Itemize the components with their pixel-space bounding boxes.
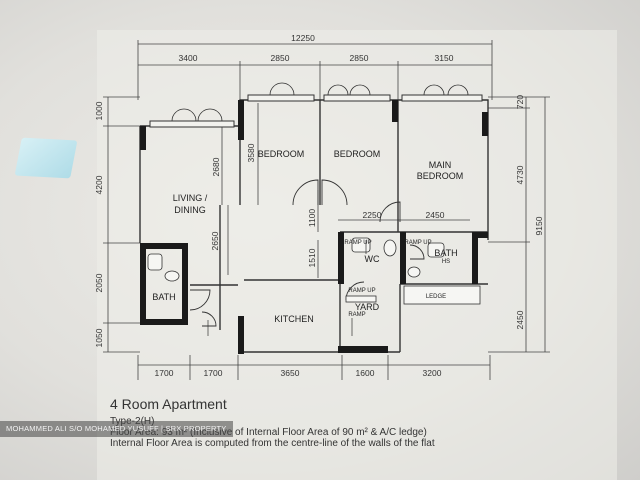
dim-bottom-5: 3200 [423,368,442,378]
dim-top-4: 3150 [435,53,454,63]
door-swings [189,179,425,327]
window-swings [171,82,469,122]
ramp-arrows [207,240,367,336]
dim-right-2: 4730 [515,165,525,184]
dim-bottom-4: 1600 [356,368,375,378]
room-bedroom-2: BEDROOM [334,149,381,159]
dim-2650: 2650 [210,231,220,250]
dim-bottom-3: 3650 [281,368,300,378]
room-bath: BATH [434,248,457,258]
dimension-labels: 12250 3400 2850 2850 3150 1700 1700 3650… [94,33,544,378]
room-main-bedroom-line1: MAIN [429,160,452,170]
dim-overall-width: 12250 [291,33,315,43]
room-kitchen: KITCHEN [274,314,314,324]
watermark-banner: MOHAMMED ALI S/O MOHAMED YUSUFF | SRX PR… [0,421,233,437]
walls-solid [140,100,488,354]
dimension-lines [103,40,550,380]
room-labels: BEDROOM BEDROOM MAIN BEDROOM LIVING / DI… [152,149,463,324]
room-wc: WC [365,254,380,264]
room-main-bedroom-line2: BEDROOM [417,171,464,181]
dim-top-1: 3400 [179,53,198,63]
small-labels: HS RAMP UP RAMP UP RAMP UP RAMP LEDGE [344,240,450,318]
bath-fixtures [147,237,481,305]
dim-top-3: 2850 [350,53,369,63]
dim-2250: 2250 [363,210,382,220]
room-living-line1: LIVING / [173,193,208,203]
dim-2680: 2680 [211,157,221,176]
dim-left-4: 1050 [94,328,104,347]
caption-title: 4 Room Apartment [110,396,227,412]
dim-2450: 2450 [426,210,445,220]
dim-left-3: 2050 [94,273,104,292]
dim-bottom-2: 1700 [204,368,223,378]
dim-1100: 1100 [307,209,317,228]
ramp-label: RAMP [348,312,365,318]
room-bath-sub: HS [442,259,450,265]
windows [149,94,483,128]
dim-right-4: 2450 [515,310,525,329]
dim-left-1: 1000 [94,101,104,120]
caption-floor-area: Floor Area: 93 m² (Inclusive of Internal… [110,427,427,438]
caption-note: Internal Floor Area is computed from the… [110,438,435,449]
room-bedroom-1: BEDROOM [258,149,305,159]
ramp-up-label-1: RAMP UP [344,240,371,246]
room-living-line2: DINING [174,205,206,215]
dim-right-1: 720 [515,95,525,109]
dim-top-2: 2850 [271,53,290,63]
ramp-up-label-2: RAMP UP [404,240,431,246]
dim-bottom-1: 1700 [155,368,174,378]
room-bath-2: BATH [152,292,175,302]
ramp-up-label-3: RAMP UP [348,288,375,294]
dim-left-2: 4200 [94,175,104,194]
dim-1510: 1510 [307,248,317,267]
dim-3580: 3580 [246,143,256,162]
dim-right-3: 9150 [534,216,544,235]
ledge-label: LEDGE [426,294,446,300]
room-yard: YARD [355,302,380,312]
